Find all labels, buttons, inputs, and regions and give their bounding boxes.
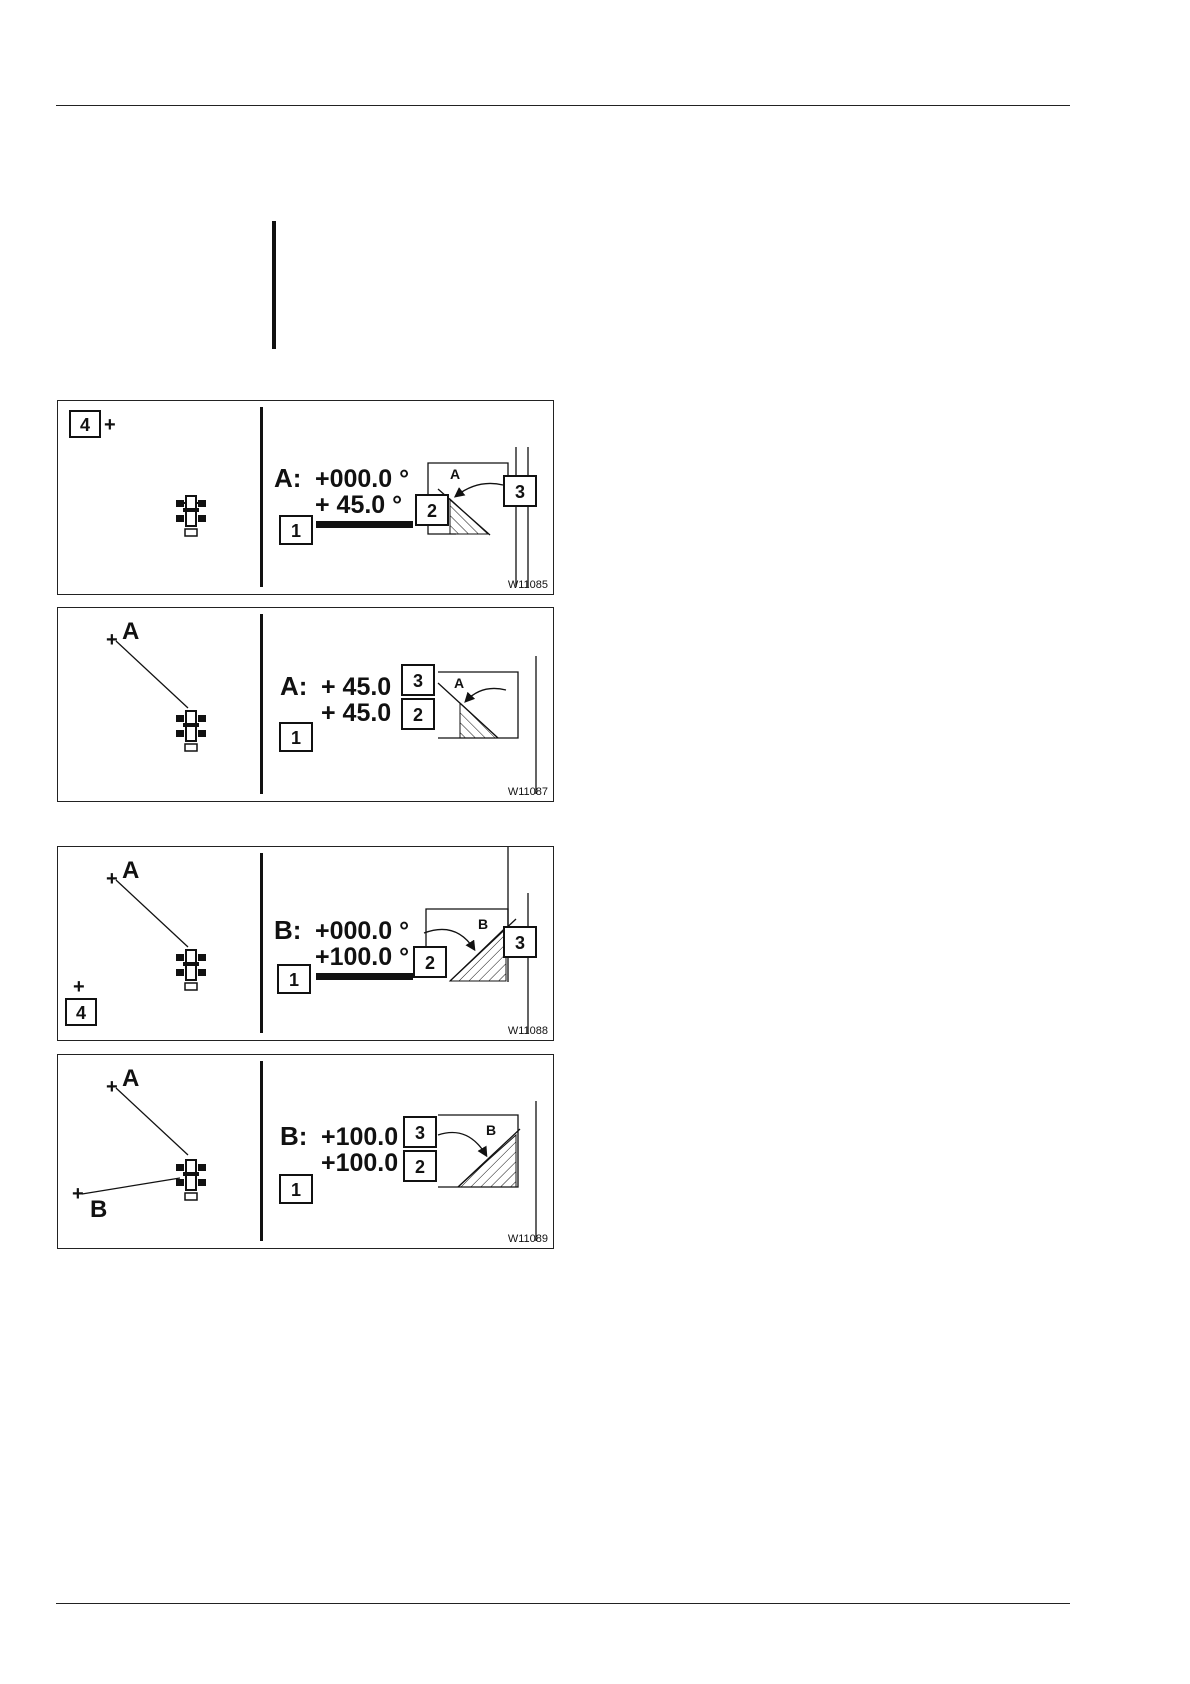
callout-1: 1	[291, 1180, 301, 1200]
figure-w11085: 4 + A: +000.0 ° + 45.0 ° 1	[57, 400, 554, 595]
callout-1: 1	[291, 728, 301, 748]
plus-marker: +	[106, 1076, 118, 1098]
figure-w11088-drawing: + A + 4 B: +000.0 ° +100.0 ° 1 B	[58, 847, 555, 1042]
callout-2: 2	[415, 1157, 425, 1177]
figure-w11089-drawing: + A + B B: +100.0 +100.0 1 B 3	[58, 1055, 555, 1250]
direction-line-a	[116, 641, 188, 708]
callout-4: 4	[80, 415, 90, 435]
divider	[260, 853, 263, 1033]
plus-marker-2: +	[73, 976, 85, 998]
direction-line-a	[116, 1088, 188, 1155]
sector-letter: A	[454, 675, 464, 691]
sector-graphic	[438, 656, 536, 794]
crane-icon	[176, 1160, 206, 1200]
readout-line-1: +000.0 °	[315, 465, 409, 493]
callout-1: 1	[291, 521, 301, 541]
sector-letter: A	[450, 466, 460, 482]
figure-w11089: + A + B B: +100.0 +100.0 1 B 3	[57, 1054, 554, 1249]
figure-w11087: + A A: + 45.0 + 45.0 1 A 3 2 W11	[57, 607, 554, 802]
readout-line-1: +000.0 °	[315, 917, 409, 945]
crane-icon	[176, 950, 206, 990]
readout-line-1: +100.0	[321, 1123, 398, 1151]
callout-2: 2	[427, 501, 437, 521]
progress-bar	[316, 973, 413, 980]
plus-marker: +	[106, 868, 118, 890]
footer-rule	[56, 1603, 1070, 1604]
point-a-letter: A	[122, 857, 139, 884]
plus-marker: +	[104, 414, 116, 436]
figure-caption: W11085	[508, 579, 548, 591]
plus-marker: +	[106, 629, 118, 651]
readout-line-1: + 45.0	[321, 673, 391, 701]
callout-2: 2	[425, 953, 435, 973]
crane-icon	[176, 496, 206, 536]
callout-4: 4	[76, 1003, 86, 1023]
readout-line-2: +100.0 °	[315, 943, 409, 971]
direction-line-b	[82, 1178, 180, 1194]
direction-line-a	[116, 880, 188, 947]
point-a-letter: A	[122, 1065, 139, 1092]
point-b-letter: B	[90, 1196, 107, 1223]
readout-label: A:	[274, 463, 301, 493]
callout-3: 3	[515, 482, 525, 502]
point-a-letter: A	[122, 618, 139, 645]
callout-1: 1	[289, 970, 299, 990]
callout-3: 3	[413, 671, 423, 691]
readout-line-2: +100.0	[321, 1149, 398, 1177]
plus-marker-b: +	[72, 1183, 84, 1205]
callout-2: 2	[413, 705, 423, 725]
readout-line-2: + 45.0 °	[315, 491, 402, 519]
progress-bar	[316, 521, 413, 528]
readout-label: A:	[280, 671, 307, 701]
divider	[260, 407, 263, 587]
figure-caption: W11088	[508, 1025, 548, 1037]
divider	[260, 1061, 263, 1241]
readout-label: B:	[280, 1121, 307, 1151]
figure-w11087-drawing: + A A: + 45.0 + 45.0 1 A 3 2	[58, 608, 555, 803]
divider	[260, 614, 263, 794]
change-bar	[272, 221, 276, 349]
sector-letter: B	[486, 1122, 496, 1138]
crane-icon	[176, 711, 206, 751]
readout-label: B:	[274, 915, 301, 945]
callout-3: 3	[515, 933, 525, 953]
readout-line-2: + 45.0	[321, 699, 391, 727]
figure-w11085-drawing: 4 + A: +000.0 ° + 45.0 ° 1	[58, 401, 555, 596]
figure-caption: W11089	[508, 1233, 548, 1245]
sector-letter: B	[478, 916, 488, 932]
figure-w11088: + A + 4 B: +000.0 ° +100.0 ° 1 B	[57, 846, 554, 1041]
header-rule	[56, 105, 1070, 106]
figure-caption: W11087	[508, 786, 548, 798]
callout-3: 3	[415, 1123, 425, 1143]
